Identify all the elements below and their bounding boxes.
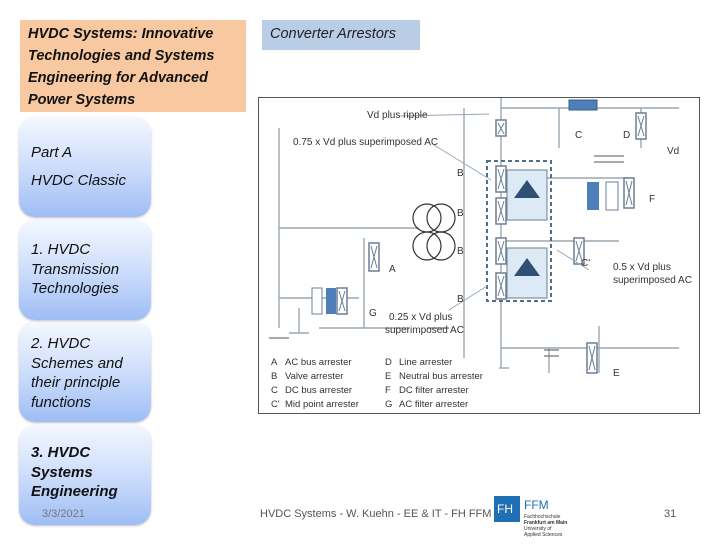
presentation-title: HVDC Systems: Innovative Technologies an… (20, 20, 246, 112)
nav-button-schemes[interactable]: 2. HVDC Schemes and their principle func… (19, 322, 151, 422)
legend-text: AC filter arrester (399, 399, 468, 410)
label-d: D (623, 130, 630, 141)
nav-label: 2. HVDC (31, 335, 91, 352)
label-a: A (389, 264, 396, 275)
label-b-lower: B (457, 246, 464, 257)
label-vd-ripple: Vd plus ripple (367, 110, 428, 121)
converter-arrester-diagram: Vd plus ripple 0.75 x Vd plus superimpos… (258, 97, 700, 414)
label-025-line1: 0.25 x Vd plus (389, 312, 452, 323)
nav-label: 3. HVDC (31, 444, 91, 461)
label-g: G (369, 308, 377, 319)
legend-key: E (385, 371, 391, 382)
circuit-schematic: Vd plus ripple 0.75 x Vd plus superimpos… (269, 98, 692, 410)
label-b-upper: B (457, 168, 464, 179)
legend-text: Line arrester (399, 357, 452, 368)
nav-label: 1. HVDC (31, 241, 91, 258)
nav-button-systems-engineering[interactable]: 3. HVDC Systems Engineering (19, 425, 151, 525)
nav-label: Schemes and (31, 354, 123, 372)
nav-label: Engineering (31, 483, 118, 500)
page-number: 31 (664, 508, 677, 520)
logo-line: Frankfurt am Main (524, 520, 567, 526)
label-vd: Vd (667, 146, 679, 157)
logo-line: Fachhochschule (524, 514, 561, 520)
legend-text: DC bus arrester (285, 385, 352, 396)
logo-ffm-text: FFM (524, 498, 549, 512)
legend: A AC bus arrester B Valve arrester C DC … (271, 357, 483, 410)
title-line: Power Systems (28, 92, 136, 108)
label-c: C (575, 130, 582, 141)
legend-key: G (385, 399, 392, 410)
legend-text: DC filter arrester (399, 385, 469, 396)
nav-button-part-a[interactable]: Part A HVDC Classic (19, 117, 151, 217)
logo-mark: FH FFM Fachhochschule Frankfurt am Main … (494, 496, 567, 538)
legend-text: Mid point arrester (285, 399, 359, 410)
logo-line: Applied Sciences (524, 532, 563, 538)
title-line: Technologies and Systems (28, 48, 215, 64)
legend-text: Neutral bus arrester (399, 371, 483, 382)
nav-button-transmission-technologies[interactable]: 1. HVDC Transmission Technologies (19, 220, 151, 320)
legend-key: D (385, 357, 392, 368)
nav-label: Transmission (31, 260, 120, 278)
legend-key: F (385, 385, 391, 396)
label-b-bottom: B (457, 294, 464, 305)
label-05-line2: superimposed AC (613, 275, 692, 286)
label-c-prime: C' (581, 258, 590, 269)
nav-label: Systems (31, 463, 93, 481)
label-025-line2: superimposed AC (385, 325, 464, 336)
nav-label: HVDC Classic (31, 171, 127, 189)
nav-label: Part A (31, 144, 73, 161)
legend-text: AC bus arrester (285, 357, 352, 368)
nav-label: Technologies (31, 280, 119, 297)
slide-title: Converter Arrestors (262, 20, 420, 50)
logo-line: University of (524, 526, 552, 532)
label-05-line1: 0.5 x Vd plus (613, 262, 671, 273)
legend-text: Valve arrester (285, 371, 343, 382)
nav-label: functions (31, 393, 92, 411)
fh-ffm-logo: FH FFM Fachhochschule Frankfurt am Main … (494, 496, 584, 540)
legend-key: C (271, 385, 278, 396)
footer-text: HVDC Systems - W. Kuehn - EE & IT - FH F… (260, 508, 492, 520)
legend-key: B (271, 371, 277, 382)
title-line: Engineering for Advanced (28, 70, 208, 86)
title-line: HVDC Systems: Innovative (28, 26, 214, 42)
label-075: 0.75 x Vd plus superimposed AC (293, 137, 438, 148)
label-e: E (613, 368, 620, 379)
logo-fh-text: FH (497, 502, 513, 516)
label-f: F (649, 194, 655, 205)
label-b-mid: B (457, 208, 464, 219)
legend-key: A (271, 357, 278, 368)
footer-date: 3/3/2021 (42, 508, 85, 520)
nav-label: their principle (31, 374, 121, 391)
legend-key: C' (271, 399, 280, 410)
